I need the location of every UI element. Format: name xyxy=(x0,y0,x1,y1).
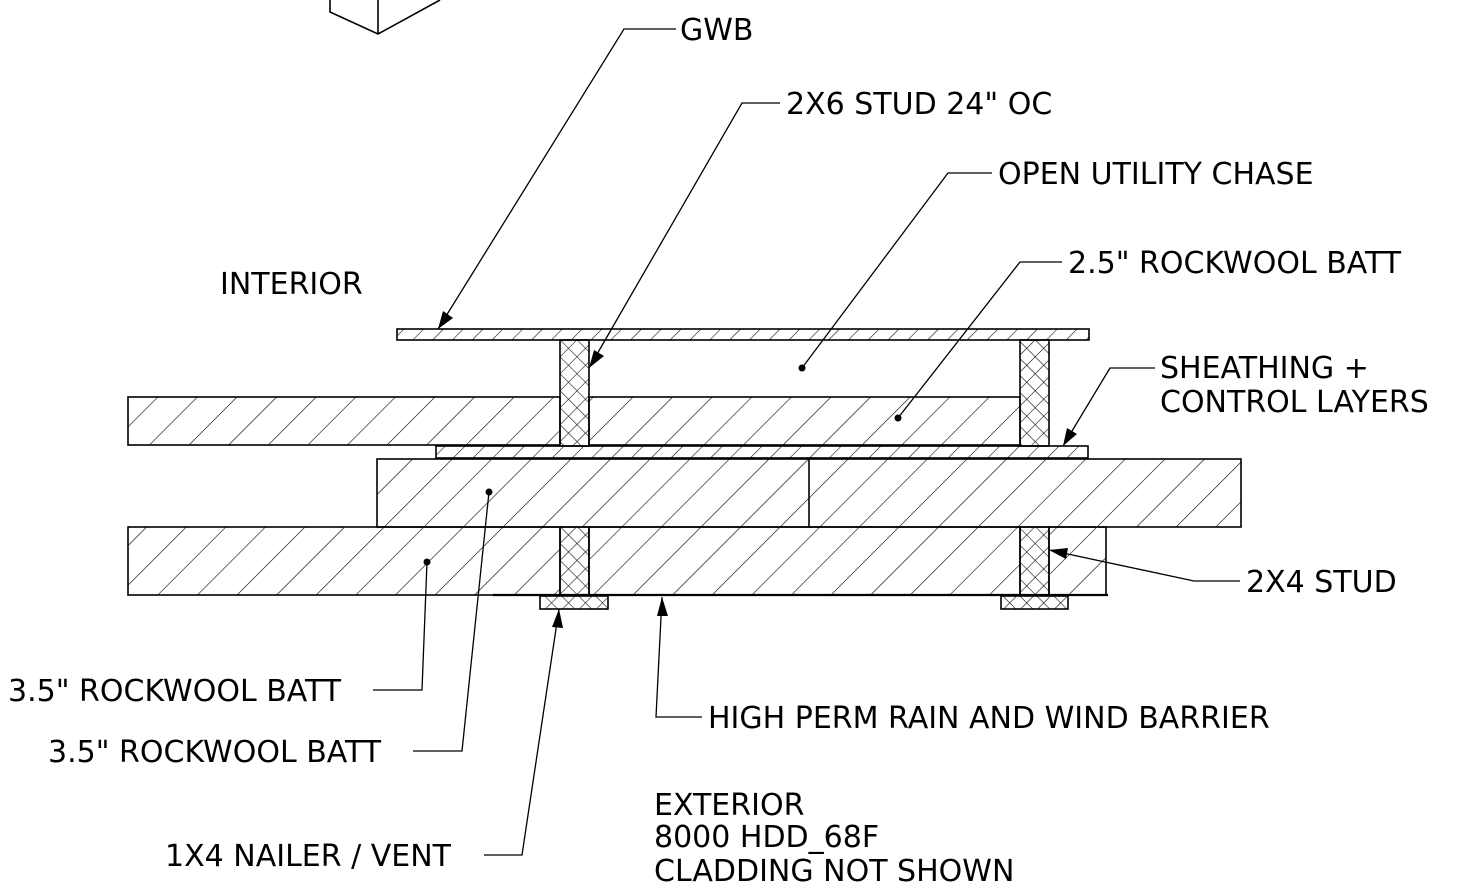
stud-2x4-left xyxy=(559,526,590,596)
label-batt-3-5-b: 3.5" ROCKWOOL BATT xyxy=(48,735,382,770)
label-sheathing-line1: SHEATHING + xyxy=(1160,351,1369,386)
nailer-leader xyxy=(484,608,563,856)
gwb-leader xyxy=(437,28,676,330)
stud-2x4-right xyxy=(1019,526,1050,596)
view-cube-icon xyxy=(329,0,441,35)
stud-2x6-leader xyxy=(588,102,780,369)
rockwool-batt-3-5-middle-layer xyxy=(376,458,1242,528)
rockwool-batt-3-5-lower-layer xyxy=(127,526,1107,596)
label-batt-2-5: 2.5" ROCKWOOL BATT xyxy=(1068,246,1402,281)
nailer-right xyxy=(1000,595,1069,610)
gwb-layer xyxy=(396,328,1090,341)
sheathing-layer xyxy=(435,445,1089,459)
label-interior: INTERIOR xyxy=(220,267,363,302)
label-nailer: 1X4 NAILER / VENT xyxy=(165,839,452,874)
label-gwb: GWB xyxy=(680,13,754,48)
label-sheathing-line2: CONTROL LAYERS xyxy=(1160,385,1429,420)
label-exterior-line3: CLADDING NOT SHOWN xyxy=(654,854,1014,888)
sheathing-leader xyxy=(1062,367,1155,447)
label-stud-2x6: 2X6 STUD 24" OC xyxy=(786,87,1052,122)
label-batt-3-5-a: 3.5" ROCKWOOL BATT xyxy=(8,674,342,709)
label-wind-barrier: HIGH PERM RAIN AND WIND BARRIER xyxy=(708,701,1270,736)
stud-2x6-right xyxy=(1019,339,1050,447)
stud-2x6-left xyxy=(559,339,590,447)
label-stud-2x4: 2X4 STUD xyxy=(1246,565,1397,600)
label-exterior-line1: EXTERIOR xyxy=(654,788,804,823)
stud-2x4-leader xyxy=(1048,548,1240,582)
label-exterior-line2: 8000 HDD_68F xyxy=(654,820,879,855)
batt-3-5-a-leader xyxy=(373,558,431,691)
wind-barrier-leader xyxy=(655,596,702,718)
utility-chase-leader xyxy=(798,172,992,372)
label-utility-chase: OPEN UTILITY CHASE xyxy=(998,157,1314,192)
batt-3-5-b-leader xyxy=(413,488,493,752)
nailer-left xyxy=(539,595,609,610)
rockwool-batt-2-5-layer xyxy=(127,396,1021,446)
batt-2-5-leader xyxy=(894,261,1062,422)
